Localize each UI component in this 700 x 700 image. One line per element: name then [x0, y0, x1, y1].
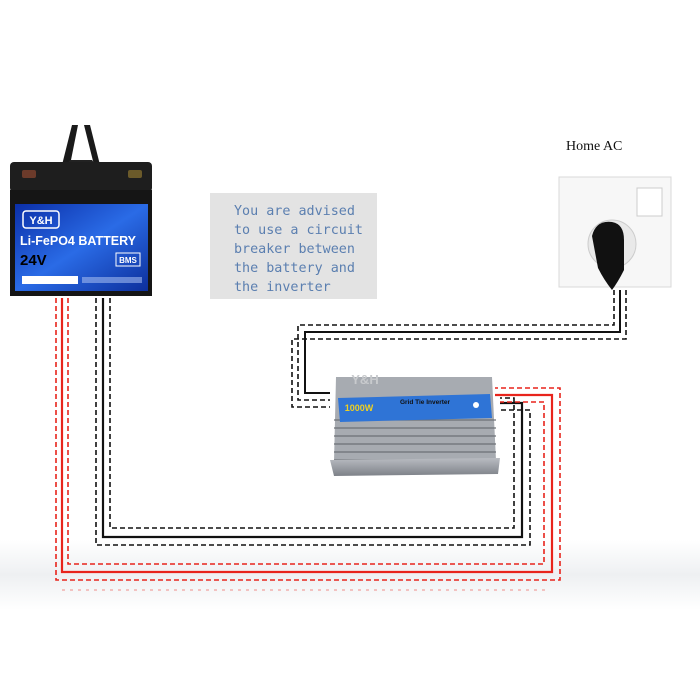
floor-shadow: [0, 540, 700, 610]
ac-cable: [291, 290, 627, 408]
bms-badge: BMS: [119, 256, 137, 265]
note-line: the inverter: [234, 280, 331, 295]
battery: Y&H Li-FePO4 BATTERY 24V BMS: [10, 125, 152, 296]
battery-handle: [62, 125, 100, 165]
note-line: You are advised: [234, 204, 355, 219]
wall-socket: [558, 176, 672, 290]
note-line: breaker between: [234, 242, 355, 257]
battery-voltage: 24V: [20, 252, 47, 269]
terminal-icon: [22, 170, 36, 178]
switch-icon: [636, 187, 663, 217]
sparkle-icon: [473, 402, 479, 408]
battery-type: Li-FePO4 BATTERY: [20, 234, 137, 248]
note-line: the battery and: [234, 261, 355, 276]
positive-cable: [55, 298, 561, 591]
inverter-brand: Y&H: [351, 372, 378, 387]
negative-cable: [95, 298, 531, 546]
plug-icon: [592, 221, 624, 290]
battery-brand: Y&H: [29, 215, 52, 227]
circuit-breaker-note: You are advised to use a circuit breaker b…: [210, 193, 377, 299]
terminal-icon: [128, 170, 142, 178]
home-ac-label: Home AC: [566, 139, 623, 154]
inverter: Y&H 1000W Grid Tie Inverter: [330, 372, 500, 476]
inverter-type: Grid Tie Inverter: [400, 399, 451, 406]
note-line: to use a circuit: [234, 223, 363, 238]
inverter-power: 1000W: [345, 403, 374, 413]
